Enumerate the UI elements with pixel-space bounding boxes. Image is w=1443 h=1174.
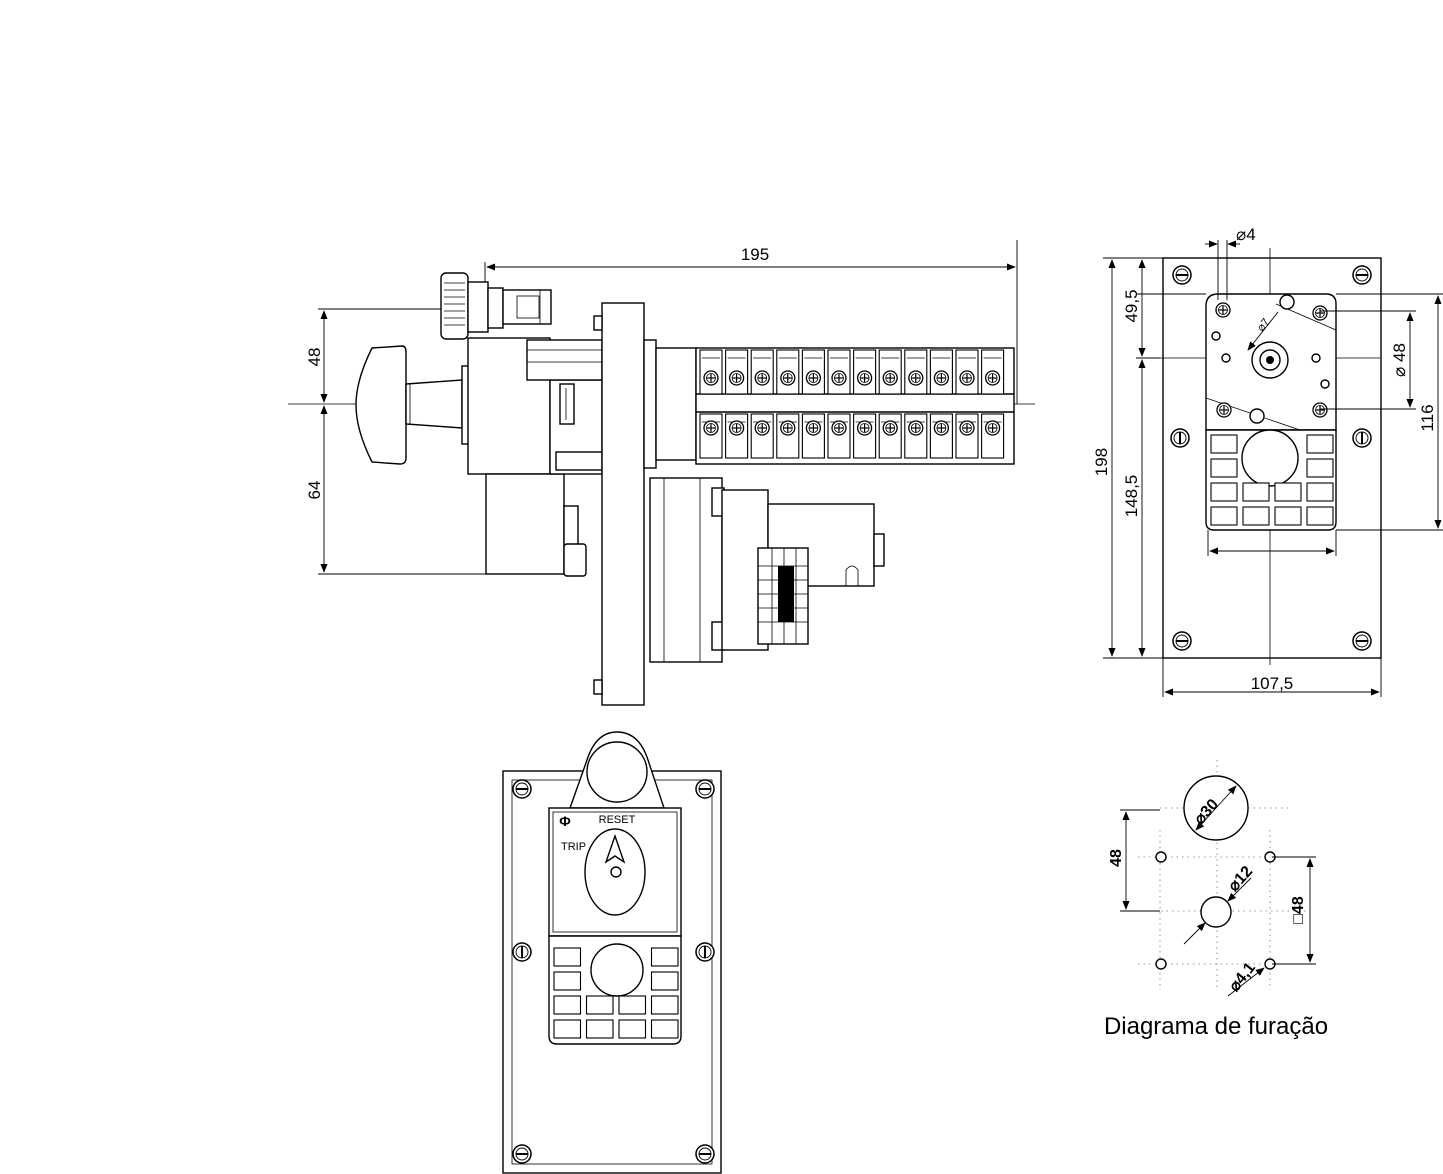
contact-module — [649, 477, 723, 663]
terminal-screw-icon — [856, 370, 873, 386]
grid-cell — [1274, 506, 1302, 526]
dim-label-corner-hole: ⌀4,1 — [1226, 959, 1259, 995]
grid-cell — [553, 971, 582, 991]
grid-cell — [1306, 434, 1334, 454]
dim-label-48-diameter: ⌀ 48 — [1390, 343, 1409, 377]
front-view: RESET TRIP Φ — [502, 731, 722, 1174]
terminal-screw-icon — [984, 370, 1001, 386]
corner-hole-tl — [1155, 851, 1167, 863]
terminal-screw-icon — [882, 420, 898, 436]
grid-cell — [650, 1019, 679, 1039]
terminal-screw-icon — [780, 420, 796, 436]
mounting-plate — [601, 302, 645, 706]
center-hole — [1200, 896, 1232, 928]
trip-label: TRIP — [561, 841, 586, 853]
grid-cell — [1210, 482, 1238, 502]
terminal-screw-icon — [754, 370, 770, 386]
terminal-screw-icon — [703, 370, 719, 386]
grid-cell — [553, 1019, 582, 1039]
dim-label-64: 64 — [305, 481, 324, 500]
terminal-screw-icon — [805, 370, 822, 386]
terminal-screw-icon — [703, 420, 719, 436]
grid-cell — [650, 971, 679, 991]
dim-label-148-5: 148,5 — [1122, 475, 1141, 518]
terminal-screw-icon — [754, 420, 770, 436]
grid-cell — [1210, 506, 1238, 526]
phi-symbol: Φ — [559, 813, 571, 829]
grid-cell — [1210, 458, 1238, 478]
dim-label-195: 195 — [741, 245, 769, 264]
grid-cell — [1274, 482, 1302, 502]
reset-label: RESET — [599, 814, 636, 826]
side-view: 195 48 64 — [288, 240, 1035, 706]
terminal-screw-icon — [805, 420, 822, 436]
dim-label-198: 198 — [1092, 448, 1111, 476]
dim-label-107-5: 107,5 — [1251, 674, 1294, 693]
dim-label-center-hole: ⌀12 — [1225, 863, 1256, 895]
terminal-screw-icon — [856, 420, 873, 436]
terminal-screw-icon — [933, 370, 950, 386]
grid-cell — [553, 995, 582, 1015]
grid-cell — [618, 995, 647, 1015]
grid-cell — [1242, 482, 1270, 502]
terminal-screw-icon — [831, 420, 847, 436]
terminal-screw-icon — [780, 370, 796, 386]
grid-cell — [1306, 482, 1334, 502]
grid-cell — [618, 1019, 647, 1039]
grid-cell — [650, 947, 679, 967]
terminal-screw-icon — [728, 420, 745, 436]
pointer-arrow-icon — [604, 833, 626, 864]
grid-cell — [650, 995, 679, 1015]
dim-label-116: 116 — [1418, 404, 1437, 431]
terminal-screw-icon — [908, 420, 924, 436]
grid-cell — [1306, 506, 1334, 526]
terminal-screw-icon — [959, 370, 975, 386]
dim-label-49-5: 49,5 — [1122, 289, 1141, 322]
terminal-screw-icon — [933, 420, 950, 436]
dim-label-vertical-48: 48 — [1108, 849, 1125, 867]
grid-cell — [1306, 458, 1334, 478]
terminal-screw-icon — [908, 370, 924, 386]
corner-hole-bl — [1155, 958, 1167, 970]
drilling-diagram: ⌀30 ⌀12 ⌀4,1 48 □48 Diagrama de furação — [1104, 760, 1328, 1040]
dim-label-hole: ⌀4 — [1236, 225, 1256, 244]
terminal-screw-icon — [728, 370, 745, 386]
terminal-screw-icon — [959, 420, 975, 436]
grid-cell — [585, 995, 614, 1015]
grid-cell — [1242, 506, 1270, 526]
drilling-caption: Diagrama de furação — [1104, 1013, 1328, 1040]
grid-cell — [1210, 434, 1238, 454]
grid-cell — [553, 947, 582, 967]
terminal-screw-icon — [882, 370, 898, 386]
dim-label-square-48: □48 — [1290, 896, 1307, 924]
terminal-screw-icon — [984, 420, 1001, 436]
terminal-screw-icon — [831, 370, 847, 386]
dim-label-48: 48 — [305, 348, 324, 367]
rotary-knob — [355, 345, 407, 465]
grid-cell — [585, 1019, 614, 1039]
rear-view: ⌀4 ⌀7 198 49,5 148,5 ⌀ 48 116 107,5 — [1092, 225, 1443, 697]
